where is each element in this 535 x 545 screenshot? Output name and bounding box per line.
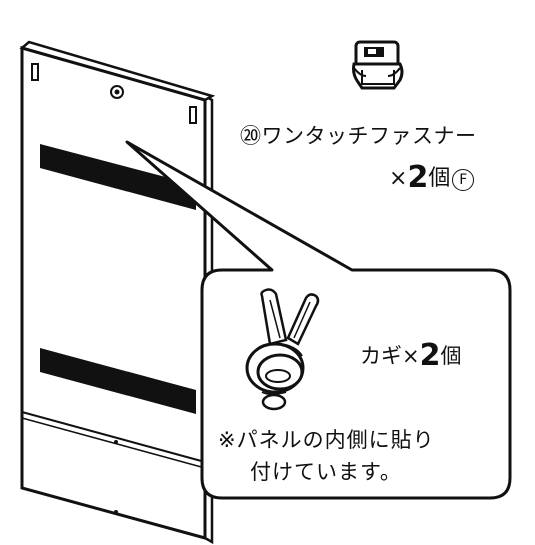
panel-screw-dot-1 — [114, 440, 118, 444]
tape-strip-upper — [40, 144, 196, 210]
key-qty-unit: 個 — [440, 344, 462, 368]
part-code-badge: F — [452, 169, 475, 191]
key-qty-text: カギ× — [360, 344, 420, 368]
fastener-qty-number: 2 — [407, 160, 429, 195]
key-note-line-1: ※パネルの内側に貼り — [218, 428, 435, 452]
fastener-qty-prefix: × — [389, 166, 408, 191]
tape-strip-lower — [40, 348, 196, 414]
fastener-icon — [352, 40, 404, 90]
key-callout-bubble — [125, 140, 512, 500]
panel-slot-left — [31, 63, 39, 81]
fastener-part-label: ⑳ワンタッチファスナー — [240, 124, 477, 148]
keys-icon — [245, 288, 320, 411]
key-quantity: カギ×2個 — [360, 338, 461, 373]
key-qty-number: 2 — [419, 338, 441, 373]
panel-slot-right — [189, 106, 197, 124]
panel-lower-seam — [21, 417, 206, 469]
panel-screw-dot-2 — [114, 510, 118, 514]
panel-front-face — [20, 46, 207, 540]
fastener-qty-unit: 個 — [428, 166, 451, 191]
key-note-line-2: 付けています。 — [250, 460, 402, 484]
panel-lower-seam-top — [21, 411, 206, 463]
